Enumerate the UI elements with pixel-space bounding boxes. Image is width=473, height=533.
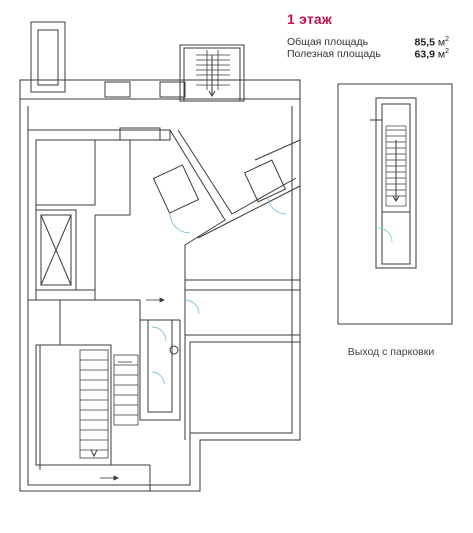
useful-area-label: Полезная площадь bbox=[287, 48, 381, 60]
total-area-label: Общая площадь bbox=[287, 36, 369, 48]
parking-exit-inset bbox=[337, 83, 453, 325]
toilet-icon bbox=[169, 345, 179, 355]
stair-lower-left bbox=[35, 344, 112, 466]
total-area-value: 85,5 м2 bbox=[414, 36, 449, 49]
floor-title: 1 этаж bbox=[287, 11, 332, 27]
outer-wall bbox=[19, 98, 301, 492]
parking-exit-caption: Выход с парковки bbox=[347, 346, 435, 358]
useful-area-value: 63,9 м2 bbox=[414, 48, 449, 61]
shaft-top-left bbox=[30, 21, 66, 93]
